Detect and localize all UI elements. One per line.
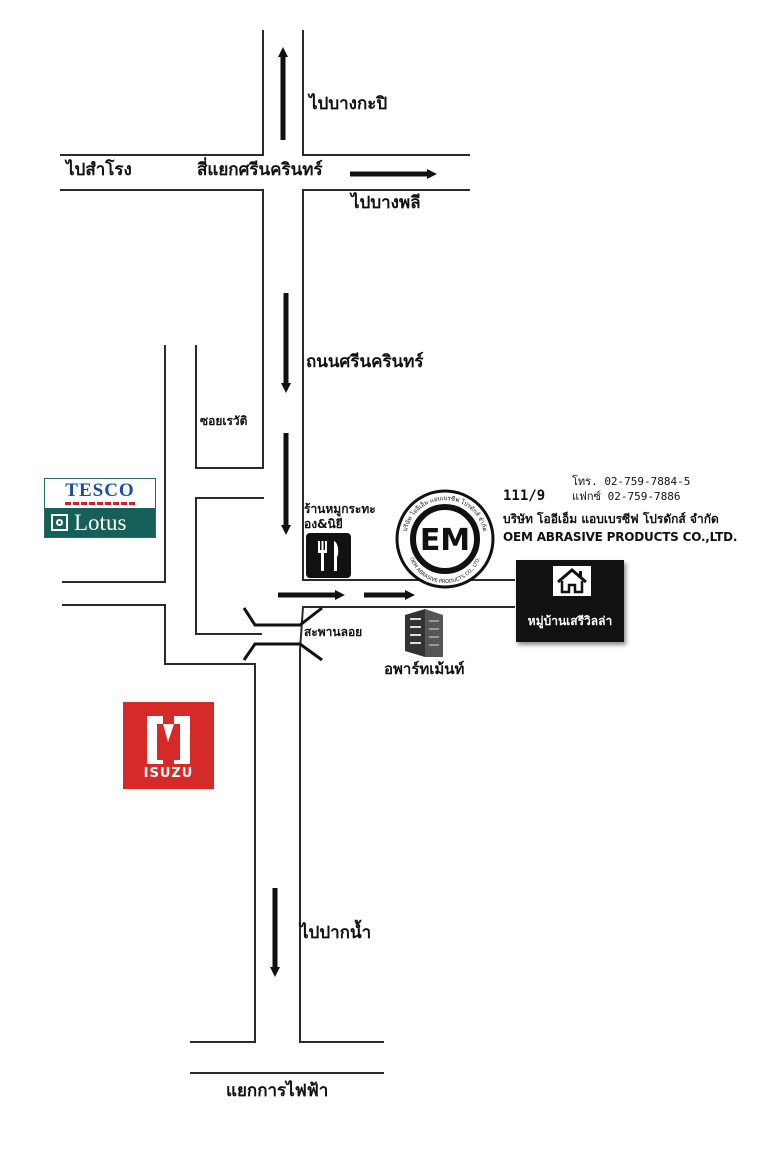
direction-arrows [270, 47, 437, 977]
company-address-number: 111/9 [503, 488, 546, 504]
company-name-en: OEM ABRASIVE PRODUCTS CO.,LTD. [503, 530, 738, 544]
bridge-icon [242, 606, 323, 662]
isuzu-emblem-icon [147, 716, 190, 764]
company-fax: แฟกซ์ 02-759-7886 [572, 490, 681, 503]
road-edges [60, 30, 515, 1074]
house-icon [553, 566, 591, 596]
label-to-paknam: ไปปากน้ำ [300, 923, 372, 943]
em-initials: EM [420, 523, 470, 558]
village-label: หมู่บ้านเสรีวิลล่า [527, 614, 613, 628]
label-srinakarin-road: ถนนศรีนครินทร์ [306, 352, 424, 372]
lotus-wordmark: Lotus [74, 510, 127, 535]
label-to-bangphli: ไปบางพลี [351, 193, 421, 213]
lotus-emblem-icon [51, 514, 68, 531]
isuzu-wordmark: ISUZU [143, 766, 194, 781]
tesco-wordmark: TESCO [65, 480, 135, 501]
label-to-samrong: ไปสำโรง [66, 160, 132, 180]
village-sign: หมู่บ้านเสรีวิลล่า [516, 560, 624, 642]
company-phone: โทร. 02-759-7884-5 [572, 475, 691, 488]
label-soi-rewat: ซอยเรวัติ [200, 414, 248, 428]
label-kanfaifa-junction: แยกการไฟฟ้า [226, 1081, 329, 1101]
tesco-lotus-logo: TESCO Lotus [44, 478, 156, 538]
tesco-stripes [65, 502, 135, 505]
label-restaurant: ร้านหมูกระทะ อง&นิยี [304, 502, 376, 531]
company-name-th: บริษัท โออีเอ็ม แอบเบรซีฟ โปรดักส์ จำกัด [503, 512, 719, 526]
label-apartment: อพาร์ทเม้นท์ [384, 660, 465, 678]
oem-company-logo: EM บริษัท โออีเอ็ม แอบเบรซีฟ โปรดักส์ จำ… [394, 488, 496, 590]
label-srinakarin-junction: สี่แยกศรีนครินทร์ [197, 160, 323, 180]
label-to-bangkapi: ไปบางกะปิ [309, 94, 388, 114]
isuzu-logo: ISUZU [123, 702, 214, 789]
label-overpass-bridge: สะพานลอย [304, 625, 363, 639]
fork-knife-icon [306, 533, 351, 578]
apartment-icon [405, 609, 443, 657]
